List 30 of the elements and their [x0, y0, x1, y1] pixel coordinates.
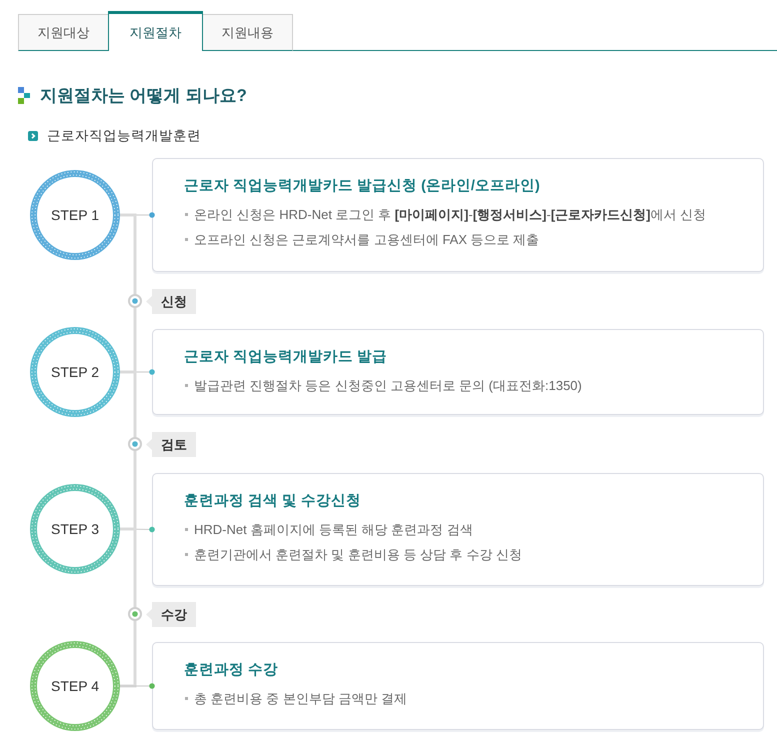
card-title: 훈련과정 수강 [184, 661, 278, 680]
timeline-line [120, 370, 136, 530]
edge-label: 검토 [146, 432, 196, 457]
bullet-text: 총 훈련비용 중 본인부담 금액만 결제 [194, 690, 408, 708]
selected-tab: 지원절차 [108, 11, 203, 51]
bullet-text: 훈련기관에서 훈련절차 및 훈련비용 등 상담 후 수강 신청 [194, 546, 522, 564]
step-card [152, 158, 764, 272]
edge-label: 수강 [146, 602, 196, 627]
subheading: 근로자직업능력개발훈련 [47, 127, 201, 145]
bullet-text: 오프라인 신청은 근로계약서를 고용센터에 FAX 등으로 제출 [194, 231, 540, 249]
tab: 지원대상 [18, 14, 109, 51]
card-title: 근로자 직업능력개발카드 발급신청 (온라인/오프라인) [184, 177, 540, 196]
step-circle: STEP 1 [30, 170, 120, 260]
timeline-line [120, 528, 136, 688]
step-card [152, 329, 764, 415]
edge-label: 신청 [146, 289, 196, 314]
card-title: 훈련과정 검색 및 수강신청 [184, 492, 362, 511]
step-card [152, 642, 764, 730]
timeline-line [120, 214, 136, 374]
heading: 지원절차는 어떻게 되나요? [40, 85, 247, 107]
step-card [152, 473, 764, 586]
bullet-text: HRD-Net 홈페이지에 등록된 해당 훈련과정 검색 [194, 521, 473, 539]
step-circle: STEP 2 [30, 327, 120, 417]
step-circle: STEP 3 [30, 484, 120, 574]
step-circle: STEP 4 [30, 641, 120, 731]
card-title: 근로자 직업능력개발카드 발급 [184, 348, 388, 367]
bullet-text: 온라인 신청은 HRD-Net 로그인 후 [마이페이지]-[행정서비스]-[근로자카드신청]에서 신청 [194, 206, 706, 224]
tab: 지원내용 [202, 14, 293, 51]
bullet-text: 발급관련 진행절차 등은 신청중인 고용센터로 문의 (대표전화:1350) [194, 377, 582, 395]
connector-line [120, 683, 155, 689]
